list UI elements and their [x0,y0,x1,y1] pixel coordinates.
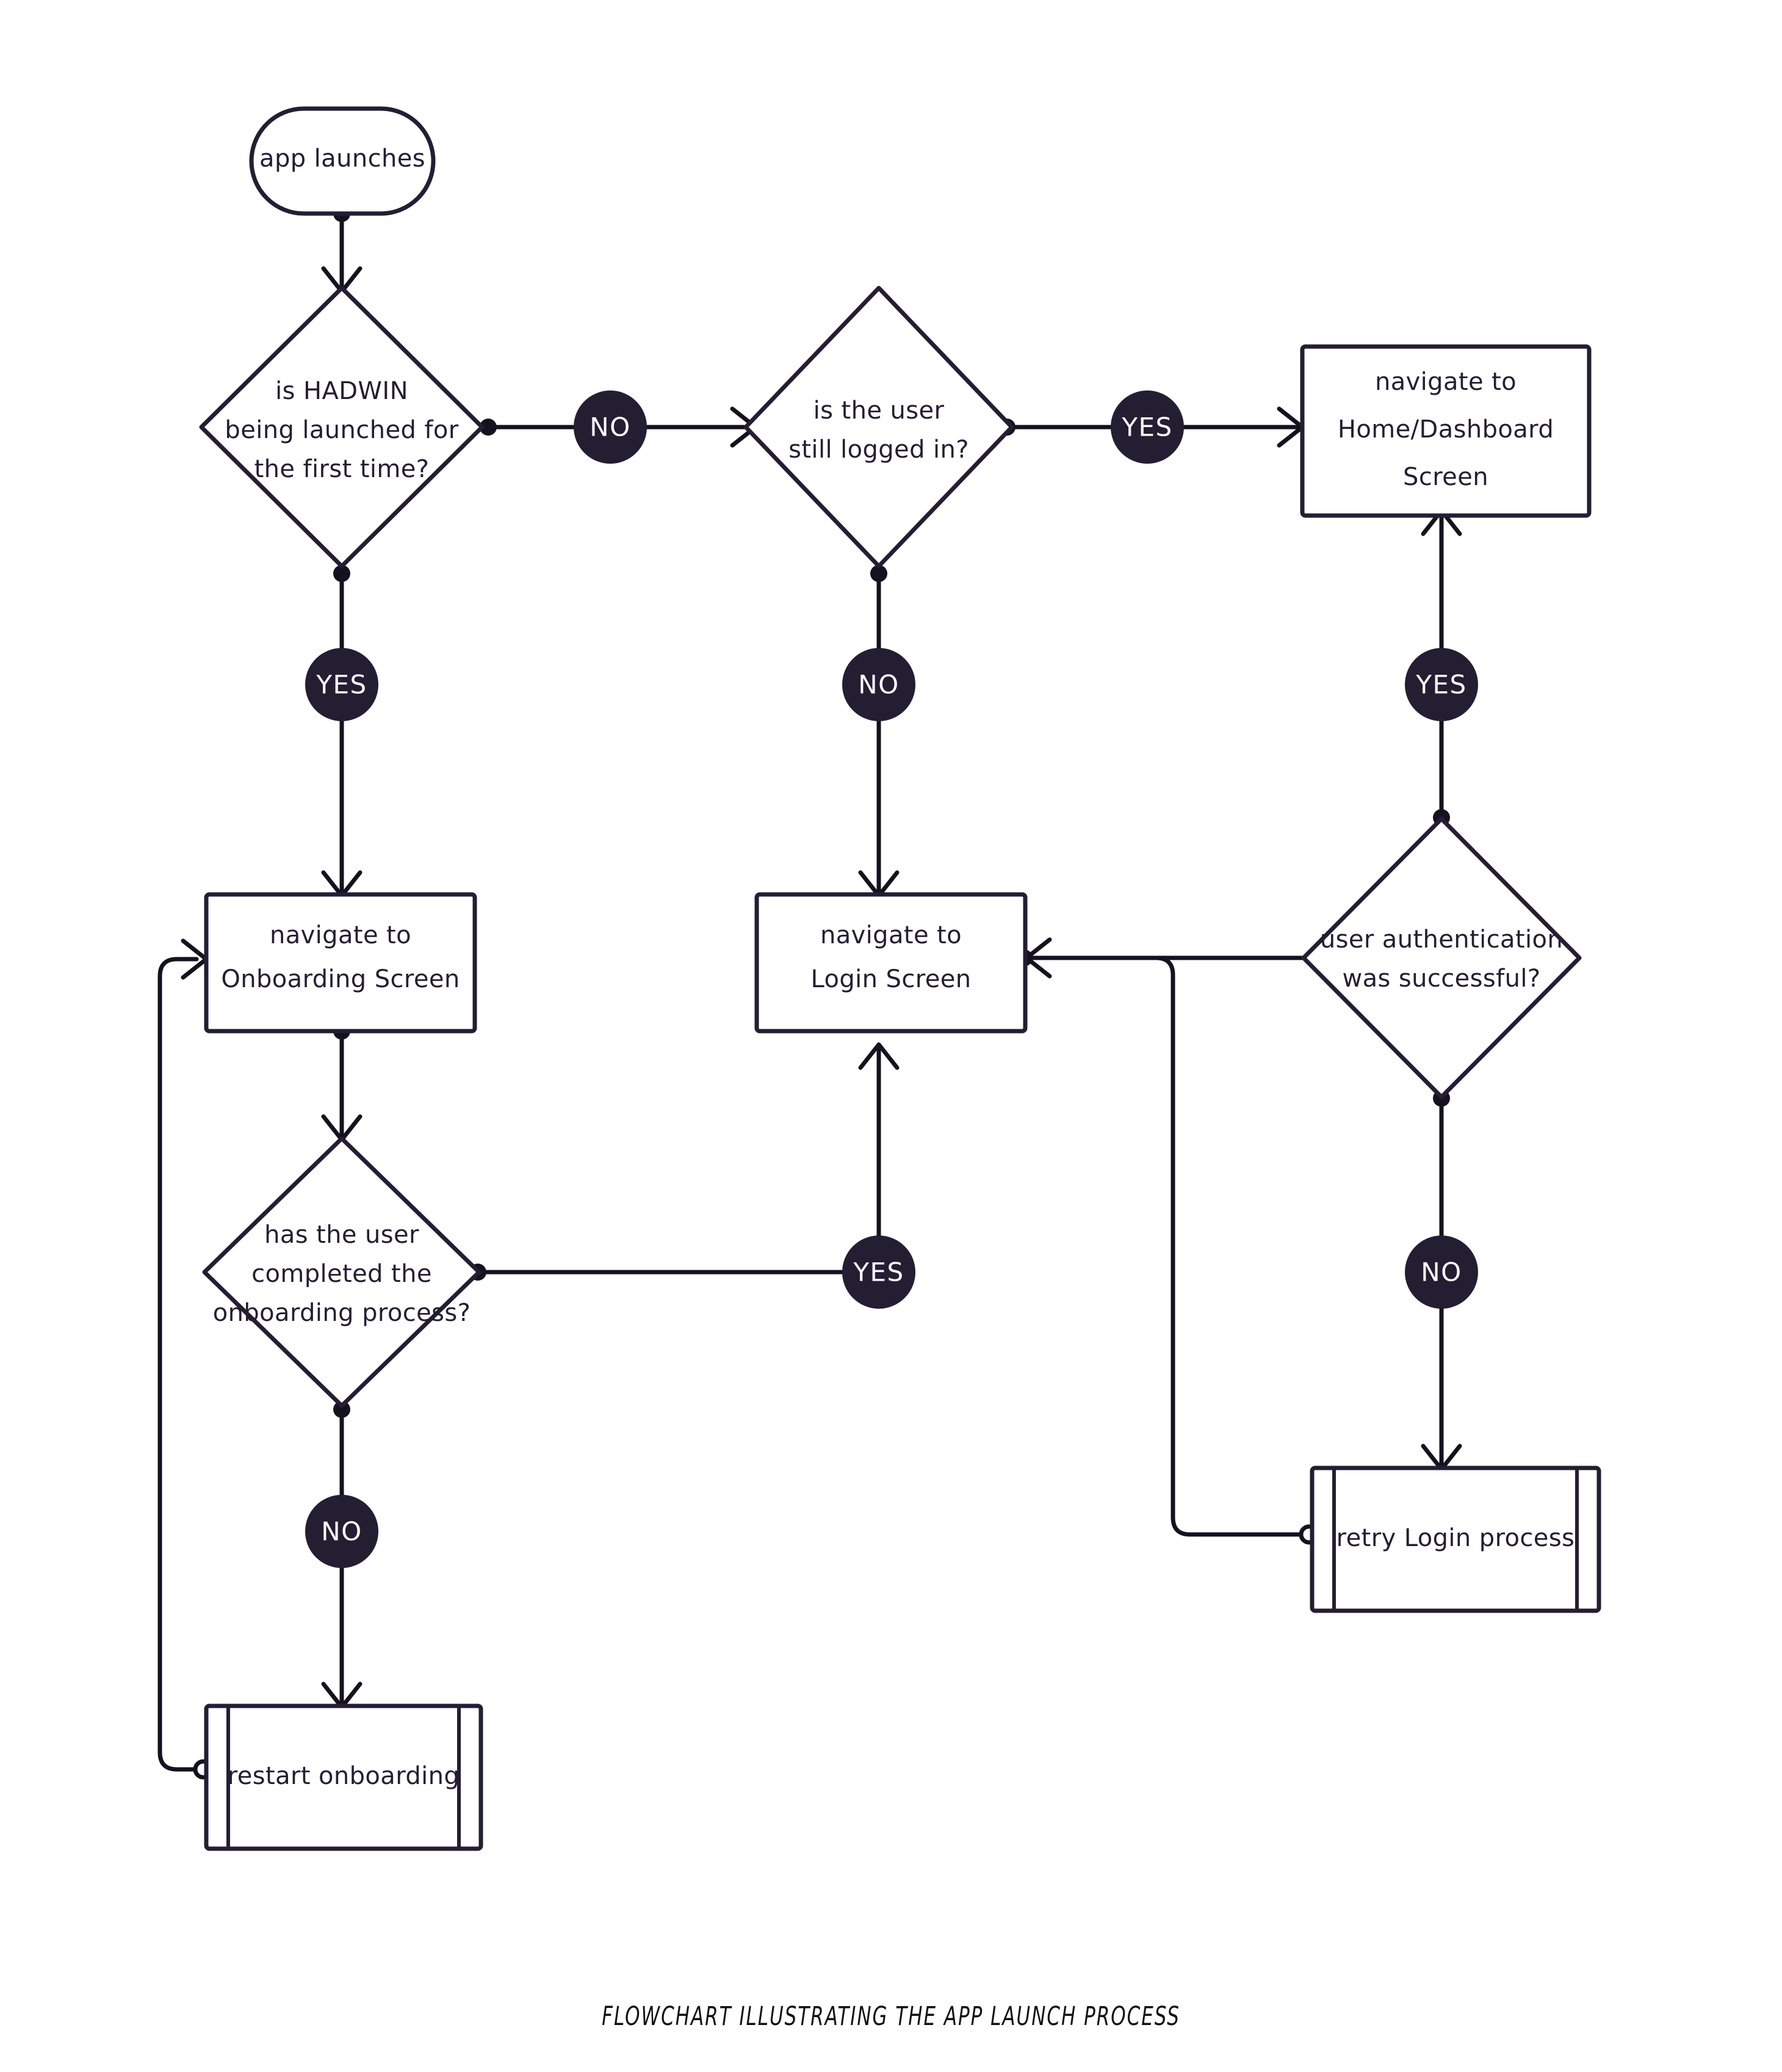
edge-restart-loop [157,938,214,1780]
edge-onboarding-yes [469,1042,900,1281]
node-first-launch-line3: the first time? [254,455,430,483]
badge-auth-yes[interactable]: YES [1405,648,1478,721]
badge-onboarding-yes[interactable]: YES [842,1236,915,1309]
badge-auth-no-label: NO [1421,1257,1462,1287]
node-still-logged-in-decision[interactable]: is the user still logged in? [743,286,1014,569]
node-home-dashboard-line3: Screen [1403,463,1488,491]
node-still-logged-in-line2: still logged in? [788,436,969,464]
edge-still-logged-in-no [858,565,900,898]
node-start[interactable]: app launches [249,106,436,216]
node-start-label: app launches [259,145,425,173]
badge-auth-no[interactable]: NO [1405,1236,1478,1309]
badge-first-launch-yes-label: YES [316,670,367,700]
node-still-logged-in-line1: is the user [813,397,945,425]
node-first-launch-line1: is HADWIN [275,377,408,405]
badge-onboarding-no[interactable]: NO [305,1495,378,1568]
node-home-dashboard-line1: navigate to [1375,368,1517,396]
badge-auth-yes-label: YES [1415,670,1466,700]
node-restart-onboarding[interactable]: restart onboarding [204,1703,483,1851]
node-restart-onboarding-label: restart onboarding [228,1762,460,1790]
badge-still-logged-in-yes[interactable]: YES [1111,390,1184,464]
node-first-launch-line2: being launched for [225,416,458,444]
node-auth-successful-decision[interactable]: user authentication was successful? [1301,816,1582,1099]
node-login-screen[interactable]: navigate to Login Screen [754,892,1028,1034]
node-onboarding-screen[interactable]: navigate to Onboarding Screen [204,892,477,1034]
node-login-screen-line2: Login Screen [811,965,972,993]
badge-first-launch-no-label: NO [590,412,630,442]
node-onboarding-complete-line2: completed the [251,1260,432,1288]
node-auth-successful-line2: was successful? [1342,965,1540,993]
node-retry-login-label: retry Login process [1336,1524,1575,1552]
badge-still-logged-in-no-label: NO [858,670,899,700]
badge-first-launch-no[interactable]: NO [574,390,647,464]
node-auth-successful-line1: user authentication [1320,926,1563,954]
badge-still-logged-in-no[interactable]: NO [842,648,915,721]
diagram-caption: FLOWCHART ILLUSTRATING THE APP LAUNCH PR… [602,2001,1180,2032]
node-home-dashboard[interactable]: navigate to Home/Dashboard Screen [1300,344,1592,518]
node-onboarding-complete-line3: onboarding process? [213,1299,471,1327]
node-onboarding-complete-line1: has the user [264,1221,419,1249]
node-first-launch-decision[interactable]: is HADWIN being launched for the first t… [199,286,485,569]
node-onboarding-screen-line1: navigate to [270,921,411,949]
edge-onboarding-to-complete [321,1023,363,1142]
node-retry-login[interactable]: retry Login process [1310,1466,1601,1613]
badge-onboarding-yes-label: YES [853,1257,904,1287]
node-home-dashboard-line2: Home/Dashboard [1338,415,1554,444]
node-onboarding-complete-decision[interactable]: has the user completed the onboarding pr… [202,1136,482,1408]
edge-retry-loop [1035,955,1319,1545]
badge-onboarding-no-label: NO [321,1517,362,1547]
edge-first-launch-yes [321,565,363,898]
badge-first-launch-yes[interactable]: YES [305,648,378,721]
badge-still-logged-in-yes-label: YES [1121,412,1172,442]
node-onboarding-screen-line2: Onboarding Screen [221,965,460,993]
node-login-screen-line1: navigate to [820,921,962,949]
edge-start-to-first-launch [321,205,363,294]
